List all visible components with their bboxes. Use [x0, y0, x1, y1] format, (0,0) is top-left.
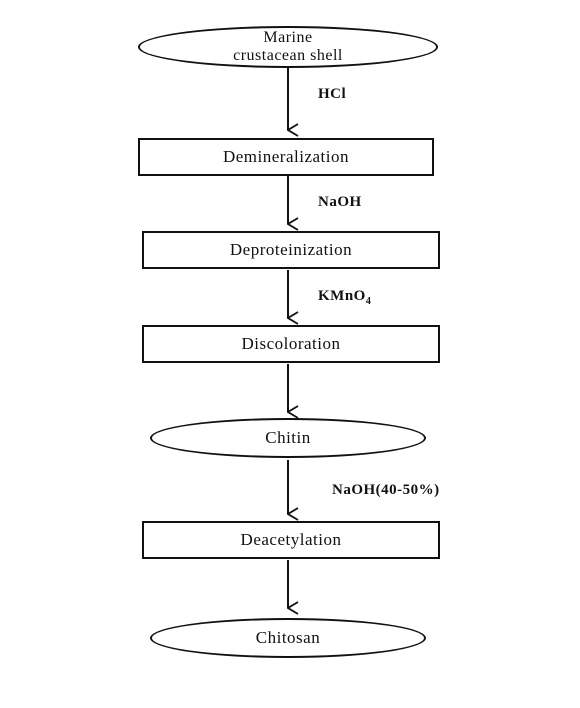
reagent-naoh-concentration: NaOH(40-50%): [332, 482, 440, 498]
reagent-kmno4-subscript: 4: [365, 296, 372, 307]
reagent-kmno4-main: KMnO: [318, 288, 366, 304]
reagent-kmno4: KMnO4: [318, 288, 371, 307]
deacetylation-node: Deacetylation: [142, 521, 440, 559]
deproteinization-label: Deproteinization: [229, 240, 353, 259]
demineralization-label: Demineralization: [222, 147, 349, 166]
discoloration-label: Discoloration: [241, 334, 341, 353]
demineralization-node: Demineralization: [138, 138, 434, 176]
chitosan-node: Chitosan: [150, 618, 426, 658]
chitin-label: Chitin: [265, 428, 311, 447]
reagent-naoh: NaOH: [318, 194, 362, 210]
marine-shell-line-2: crustacean shell: [233, 47, 343, 64]
reagent-hcl: HCl: [318, 86, 347, 102]
marine-shell-line-1: Marine: [263, 29, 313, 46]
marine-shell-node: Marine crustacean shell: [138, 26, 438, 68]
deacetylation-label: Deacetylation: [240, 530, 342, 549]
chitin-node: Chitin: [150, 418, 426, 458]
discoloration-node: Discoloration: [142, 325, 440, 363]
deproteinization-node: Deproteinization: [142, 231, 440, 269]
chitosan-label: Chitosan: [255, 628, 321, 647]
